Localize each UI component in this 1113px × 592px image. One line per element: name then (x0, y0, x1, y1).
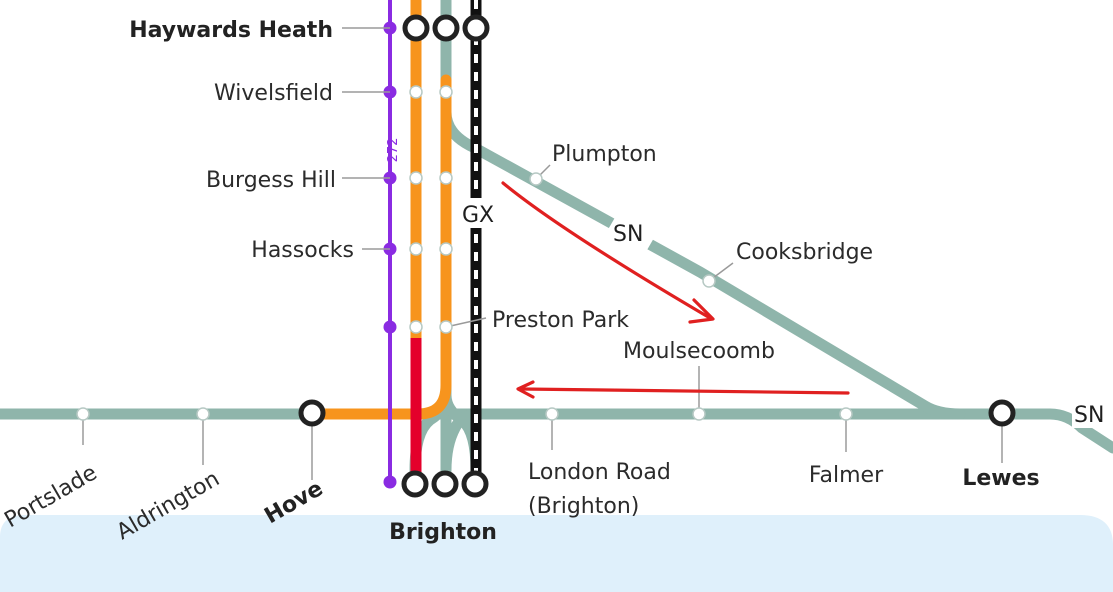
label-wivelsfield: Wivelsfield (214, 81, 333, 106)
stop-preston-park-sn (439, 320, 453, 334)
stop-hassocks-tl (409, 242, 423, 256)
red-arrow-towards-lewes-icon (501, 181, 712, 320)
sn-label: SN (613, 222, 643, 247)
sea-area (0, 515, 1113, 592)
interchange-haywards-heath-2 (432, 14, 460, 42)
southern-lines (0, 0, 1113, 476)
label-preston-park: Preston Park (492, 308, 629, 333)
interchange-haywards-heath-3 (462, 14, 490, 42)
label-cooksbridge: Cooksbridge (736, 240, 873, 265)
label-moulsecoomb: Moulsecoomb (623, 339, 775, 364)
stop-wivelsfield-tl (409, 85, 423, 99)
stop-burgess-hill-tl (409, 171, 423, 185)
label-haywards-heath: Haywards Heath (129, 18, 333, 43)
stop-hassocks-sn (439, 242, 453, 256)
station-labels: Haywards Heath Wivelsfield Burgess Hill … (1, 18, 1040, 545)
thameslink-lines (306, 0, 452, 478)
label-brighton: Brighton (389, 520, 497, 545)
east-coastway-line (464, 408, 1113, 454)
gx-label: GX (462, 203, 494, 228)
interchange-hove (298, 399, 326, 427)
bus-route-label: 272 (386, 138, 401, 163)
stop-london-road (545, 407, 559, 421)
interchange-lewes (988, 399, 1016, 427)
sn-edge-label: SN (1074, 403, 1104, 428)
red-arrow-towards-brighton-icon (520, 387, 850, 395)
label-falmer: Falmer (809, 463, 884, 488)
stop-burgess-hill-sn (439, 171, 453, 185)
interchange-brighton-3 (461, 470, 489, 498)
stop-portslade (76, 407, 90, 421)
stop-wivelsfield-sn (439, 85, 453, 99)
stop-moulsecoomb (692, 407, 706, 421)
interchange-stations (298, 14, 1016, 498)
minor-stops (76, 85, 853, 421)
annotation-arrows (501, 181, 850, 399)
label-london-road-2: (Brighton) (528, 494, 639, 519)
east-coastway-to-brighton (440, 408, 486, 476)
stop-cooksbridge (702, 274, 716, 288)
interchange-brighton-1 (401, 470, 429, 498)
label-london-road-1: London Road (528, 460, 671, 485)
interchange-haywards-heath-1 (402, 14, 430, 42)
label-lewes: Lewes (962, 466, 1039, 491)
label-burgess-hill: Burgess Hill (206, 168, 336, 193)
label-hassocks: Hassocks (251, 238, 354, 263)
stop-plumpton (529, 172, 543, 186)
interchange-brighton-2 (431, 470, 459, 498)
stop-aldrington (196, 407, 210, 421)
operator-labels: GX SN SN (460, 198, 1113, 428)
stop-falmer (839, 407, 853, 421)
label-plumpton: Plumpton (552, 142, 657, 167)
stop-preston-park-tl (409, 320, 423, 334)
